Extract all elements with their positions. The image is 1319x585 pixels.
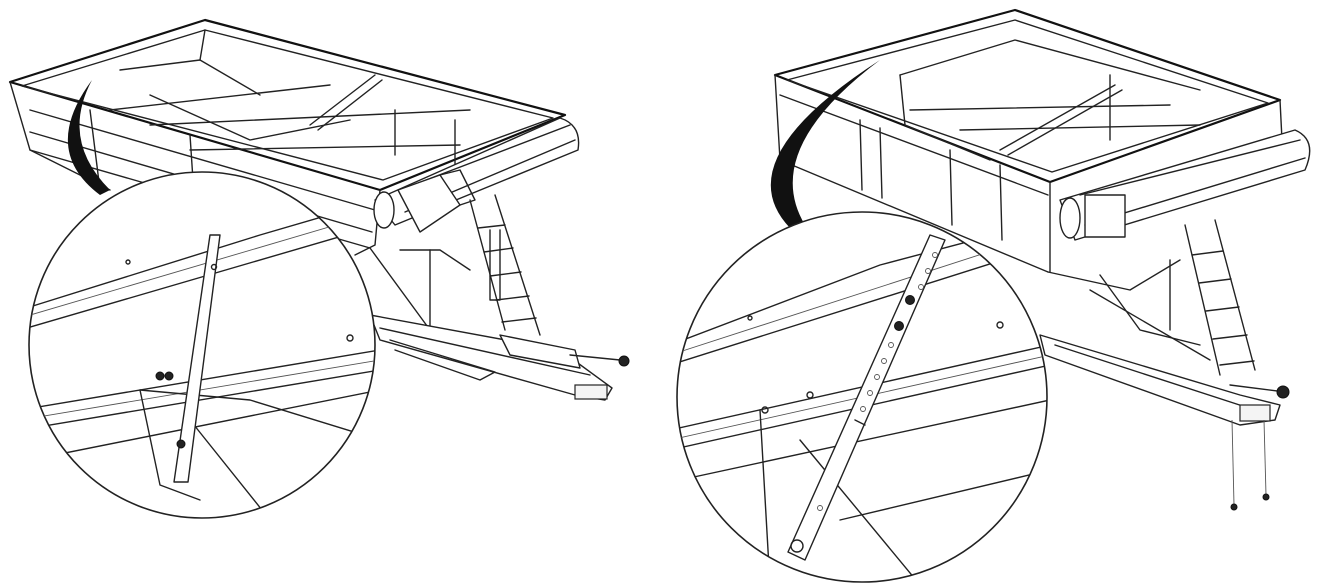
detail-inset-right [676, 211, 1048, 583]
detail-inset-left [28, 171, 376, 519]
ladder-left [469, 194, 541, 336]
panel-left [8, 18, 630, 519]
inlay-strap [173, 234, 221, 483]
grain-cart-left [8, 18, 630, 401]
tongue-hitch-right [1039, 334, 1290, 511]
extension-strap [787, 234, 946, 561]
panel-right [676, 8, 1311, 583]
tongue-hitch-left [369, 314, 630, 401]
cart-top-rim-extended [773, 8, 1282, 184]
callout-arrow-right [770, 60, 880, 228]
ladder-right [1184, 219, 1256, 376]
callout-arrow-left [67, 80, 110, 195]
grain-cart-right [773, 8, 1311, 511]
cart-top-rim [8, 18, 567, 192]
